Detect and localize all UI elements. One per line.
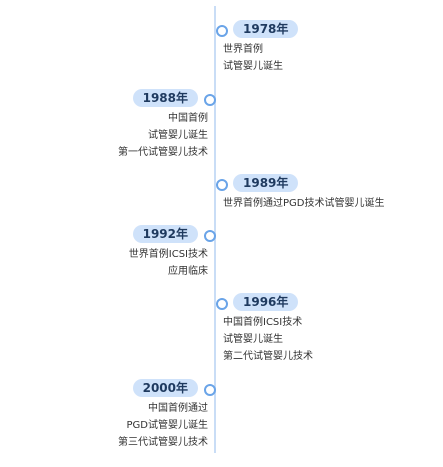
event-text-line: 试管婴儿诞生 bbox=[223, 334, 283, 345]
event-text-line: 中国首例 bbox=[168, 113, 208, 124]
event-text-line: 第一代试管婴儿技术 bbox=[118, 147, 208, 158]
event-text-line: 应用临床 bbox=[168, 266, 208, 277]
event-text-line: 中国首例ICSI技术 bbox=[223, 317, 303, 328]
year-badge: 2000年 bbox=[132, 379, 198, 397]
timeline-node bbox=[216, 298, 228, 310]
timeline-node bbox=[204, 94, 216, 106]
event-text-line: 世界首例ICSI技术 bbox=[128, 249, 208, 260]
year-badge: 1992年 bbox=[132, 225, 198, 243]
event-description: 中国首例通过 PGD试管婴儿诞生 第三代试管婴儿技术 bbox=[118, 400, 208, 451]
event-text-line: 世界首例通过PGD技术试管婴儿诞生 bbox=[223, 198, 385, 209]
timeline-axis bbox=[214, 6, 216, 453]
event-description: 中国首例ICSI技术 试管婴儿诞生 第二代试管婴儿技术 bbox=[223, 314, 313, 365]
year-badge: 1996年 bbox=[233, 293, 299, 311]
year-badge: 1978年 bbox=[233, 20, 299, 38]
event-text-line: PGD试管婴儿诞生 bbox=[126, 420, 208, 431]
event-text-line: 试管婴儿诞生 bbox=[223, 61, 283, 72]
year-badge: 1989年 bbox=[233, 174, 299, 192]
event-text-line: 第二代试管婴儿技术 bbox=[223, 351, 313, 362]
year-badge: 1988年 bbox=[132, 89, 198, 107]
event-description: 中国首例 试管婴儿诞生 第一代试管婴儿技术 bbox=[118, 110, 208, 161]
event-text-line: 中国首例通过 bbox=[148, 403, 208, 414]
event-description: 世界首例ICSI技术 应用临床 bbox=[129, 246, 208, 280]
event-description: 世界首例 试管婴儿诞生 bbox=[223, 41, 283, 75]
event-text-line: 第三代试管婴儿技术 bbox=[118, 437, 208, 448]
timeline-node bbox=[216, 25, 228, 37]
timeline-node bbox=[204, 384, 216, 396]
event-description: 世界首例通过PGD技术试管婴儿诞生 bbox=[223, 195, 384, 212]
event-text-line: 试管婴儿诞生 bbox=[148, 130, 208, 141]
event-text-line: 世界首例 bbox=[223, 44, 263, 55]
timeline-node bbox=[204, 230, 216, 242]
timeline-node bbox=[216, 179, 228, 191]
